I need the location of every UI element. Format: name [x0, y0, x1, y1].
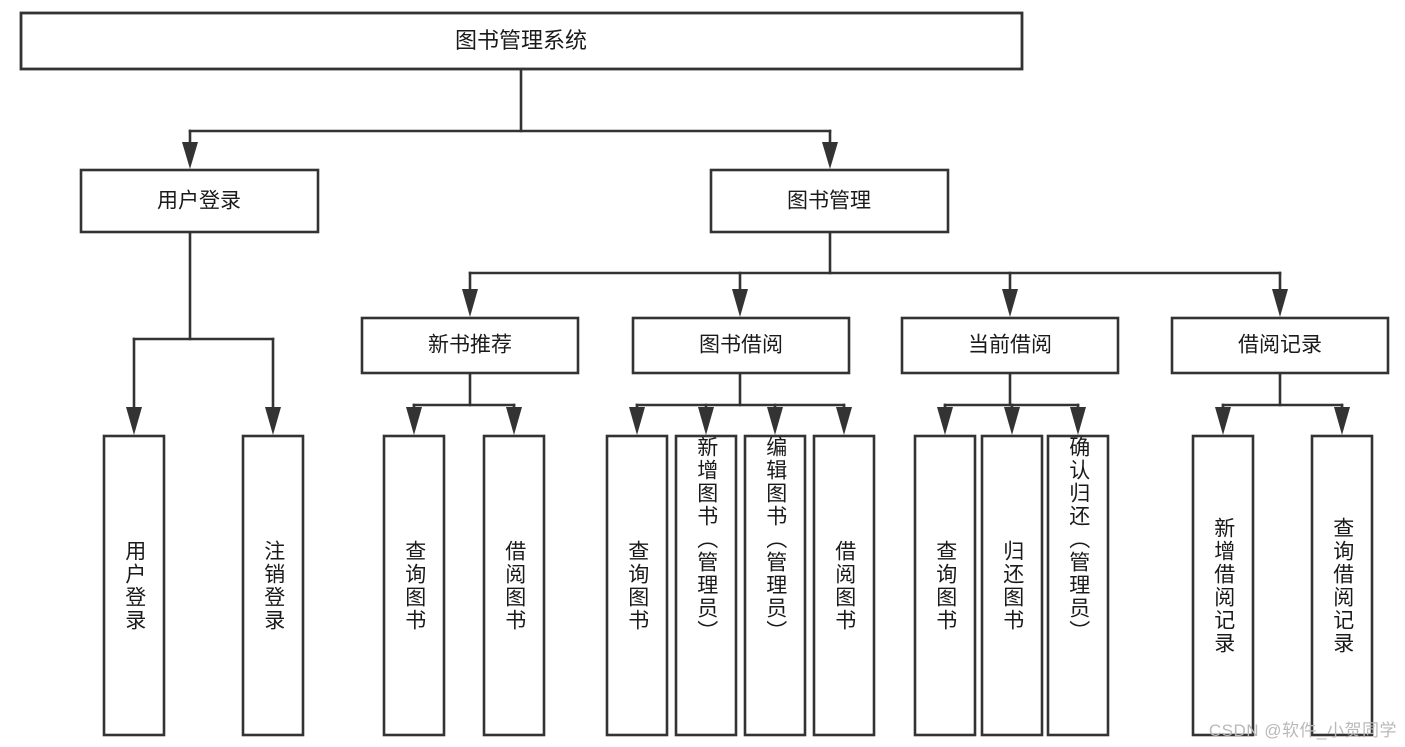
csdn-watermark: CSDN @软件_小贺同学 — [1208, 721, 1397, 740]
node-leaf-logout-login-box[interactable] — [241, 434, 305, 737]
node-root-box[interactable] — [19, 11, 1024, 71]
connector-group-book-management — [462, 231, 1288, 317]
arrow-head-leaf-query-book-1 — [406, 407, 422, 435]
arrow-head-leaf-user-login — [126, 407, 142, 435]
connector-group-borrow-record — [1215, 372, 1350, 435]
arrow-head-leaf-add-record — [1215, 407, 1231, 435]
arrow-head-borrow-record — [1272, 289, 1288, 317]
node-leaf-query-book-1-box[interactable] — [382, 434, 446, 737]
node-borrow-record-label: 借阅记录 — [1238, 334, 1322, 357]
node-user-login[interactable]: 用户登录 — [79, 168, 320, 234]
node-user-login-box[interactable] — [79, 168, 320, 234]
node-leaf-query-book-3-box[interactable] — [913, 434, 977, 737]
node-leaf-add-record-box[interactable] — [1191, 434, 1255, 737]
node-leaf-borrow-book-2-box[interactable] — [812, 434, 876, 737]
connector-group-book-borrow — [629, 372, 852, 435]
node-leaf-query-record-box[interactable] — [1310, 434, 1374, 737]
node-borrow-record-box[interactable] — [1170, 316, 1390, 375]
arrow-head-leaf-add-book — [698, 407, 714, 435]
connector-group-root — [182, 67, 838, 169]
connector-group-current-borrow — [937, 372, 1086, 435]
node-book-management-label: 图书管理 — [787, 190, 871, 213]
arrow-head-user-login — [182, 142, 198, 169]
node-leaf-confirm-return-box[interactable] — [1046, 434, 1110, 737]
node-leaf-return-book-box[interactable] — [980, 434, 1044, 737]
node-current-borrow[interactable]: 当前借阅 — [900, 316, 1120, 375]
node-new-book-recommend-box[interactable] — [360, 316, 580, 375]
node-leaf-borrow-book-1-box[interactable] — [482, 434, 546, 737]
arrow-head-leaf-borrow-book-1 — [506, 407, 522, 435]
node-current-borrow-label: 当前借阅 — [968, 334, 1052, 357]
arrow-head-leaf-return-book — [1004, 407, 1020, 435]
node-leaf-edit-book-box[interactable] — [743, 434, 807, 737]
node-user-login-label: 用户登录 — [157, 190, 241, 213]
node-leaf-add-book-box[interactable] — [674, 434, 738, 737]
connector-group-new-book-recommend — [406, 372, 522, 435]
arrow-head-leaf-borrow-book-2 — [836, 407, 852, 435]
node-book-management-box[interactable] — [709, 168, 950, 234]
node-book-borrow-label: 图书借阅 — [699, 334, 783, 357]
node-new-book-recommend[interactable]: 新书推荐 — [360, 316, 580, 375]
node-book-management[interactable]: 图书管理 — [709, 168, 950, 234]
arrow-head-new-book-recommend — [462, 289, 478, 317]
node-root-label: 图书管理系统 — [455, 28, 587, 53]
connector-group-user-login — [126, 231, 281, 435]
node-book-borrow-box[interactable] — [631, 316, 851, 375]
node-current-borrow-box[interactable] — [900, 316, 1120, 375]
arrow-head-leaf-query-book-2 — [629, 407, 645, 435]
arrow-head-leaf-confirm-return — [1070, 407, 1086, 435]
node-book-borrow[interactable]: 图书借阅 — [631, 316, 851, 375]
node-borrow-record[interactable]: 借阅记录 — [1170, 316, 1390, 375]
node-new-book-recommend-label: 新书推荐 — [428, 334, 512, 357]
arrow-head-leaf-edit-book — [767, 407, 783, 435]
node-leaf-query-book-2-box[interactable] — [605, 434, 669, 737]
arrow-head-leaf-query-record — [1334, 407, 1350, 435]
node-leaf-user-login-box[interactable] — [102, 434, 166, 737]
arrow-head-book-borrow — [732, 289, 748, 317]
node-root[interactable]: 图书管理系统 — [19, 11, 1024, 71]
arrow-head-leaf-logout-login — [265, 407, 281, 435]
arrow-head-book-management — [822, 142, 838, 169]
arrow-head-current-borrow — [1002, 289, 1018, 317]
arrow-head-leaf-query-book-3 — [937, 407, 953, 435]
